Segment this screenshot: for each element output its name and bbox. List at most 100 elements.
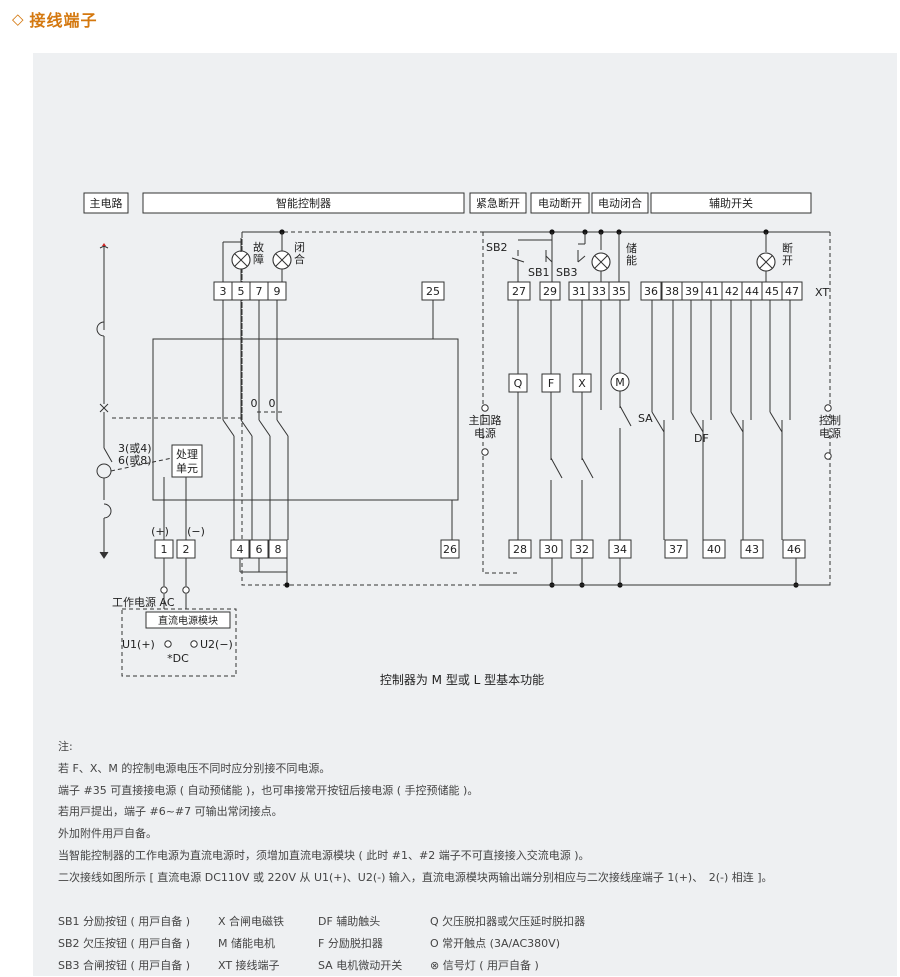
signal-lamp-icon <box>759 255 773 269</box>
wire <box>690 411 704 433</box>
ct-wire <box>110 457 173 472</box>
terminal-block-label: 27 <box>512 285 526 298</box>
note-line: 当智能控制器的工作电源为直流电源时，须增加直流电源模块 ( 此时 #1、#2 端… <box>58 848 590 862</box>
terminal-block-label: 41 <box>705 285 719 298</box>
top-label-box <box>591 192 649 214</box>
top-label-box <box>650 192 812 214</box>
legend-row: SB2 欠压按钮 ( 用戸自备 ) M 储能电机 F 分励脱扣器 O 常开触点 … <box>58 933 610 955</box>
terminal-block <box>640 281 662 301</box>
coil-x-label: X <box>578 377 586 390</box>
note-line: 二次接线如图所示 [ 直流电源 DC110V 或 220V 从 U1(+)、U2… <box>58 870 773 884</box>
signal-lamp-icon <box>234 253 248 267</box>
note-line: 若用戸提出，端子 #6~#7 可输出常闭接点。 <box>58 805 283 819</box>
wire <box>577 255 586 263</box>
terminal-block-label: 39 <box>685 285 699 298</box>
notes: 注: 若 F、X、M 的控制电源电压不同时应分别接不同电源。 端子 #35 可直… <box>58 736 888 889</box>
u1-label: U1(+) <box>122 638 155 651</box>
terminal-block-label: 28 <box>513 543 527 556</box>
arrow-bottom <box>99 551 109 559</box>
legend-item: SA 电机微动开关 <box>318 959 403 972</box>
legend-item: XT 接线端子 <box>218 959 280 972</box>
terminal-block <box>508 539 532 559</box>
diagram-label: 储 <box>626 241 637 255</box>
terminal-block-label: 43 <box>745 543 759 556</box>
terminal-ring <box>824 452 832 460</box>
main-power-label: 主回路 <box>469 414 502 427</box>
top-label-box <box>83 192 129 214</box>
top-label-box-label: 主电路 <box>90 197 123 210</box>
main-circuit <box>96 321 105 337</box>
switch-label: SB3 <box>556 266 578 279</box>
ct-label: 3(或4) <box>118 442 152 455</box>
terminal-block-label: 42 <box>725 285 739 298</box>
coil-f-label: F <box>548 377 554 390</box>
terminal-block-label: 38 <box>665 285 679 298</box>
note-line: 端子 #35 可直接接电源 ( 自动预储能 )，也可串接常开按钮后接电源 ( 手… <box>58 783 479 797</box>
terminal-block <box>740 539 764 559</box>
terminal-block-label: 3 <box>220 285 227 298</box>
legend-item: X 合闸电磁铁 <box>218 915 285 928</box>
main-power-label: 电源 <box>474 426 496 440</box>
terminal-ring <box>164 640 172 648</box>
terminal-block <box>702 539 726 559</box>
legend-item: SB1 分励按钮 ( 用戸自备 ) <box>58 915 191 928</box>
polarity-label: (+) <box>151 525 169 538</box>
section-title: 接线端子 <box>29 11 98 30</box>
control-power-label: 电源 <box>819 426 841 440</box>
coil-q-label: Q <box>514 377 523 390</box>
diagram-label: 开 <box>782 254 793 267</box>
wire <box>651 411 665 433</box>
signal-lamp-icon <box>275 253 289 267</box>
terminal-block-label: 30 <box>544 543 558 556</box>
wire <box>276 419 289 437</box>
terminal-block-label: 45 <box>765 285 779 298</box>
terminal-ring <box>182 586 190 594</box>
switch-label: SB2 <box>486 241 508 254</box>
terminal-block-label: 40 <box>707 543 721 556</box>
legend-item: M 储能电机 <box>218 937 275 950</box>
terminal-block <box>539 281 561 301</box>
xt-label: XT <box>815 286 829 299</box>
legend-item: O 常开触点 (3A/AC380V) <box>430 937 560 950</box>
diagram-label: 故 <box>253 240 264 254</box>
terminal-block-label: 36 <box>644 285 658 298</box>
contact-label: DF <box>694 432 709 445</box>
terminal-ring <box>481 448 489 456</box>
legend: SB1 分励按钮 ( 用戸自备 ) X 合闸电磁铁 DF 辅助触头 Q 欠压脱扣… <box>58 911 610 977</box>
terminal-block-label: 35 <box>612 285 626 298</box>
dc-module-dashed <box>121 608 237 677</box>
legend-item: Q 欠压脱扣器或欠压延时脱扣器 <box>430 915 586 928</box>
main-circuit <box>103 503 112 519</box>
terminal-block-label: 33 <box>592 285 606 298</box>
terminal-block <box>507 281 531 301</box>
top-label-box <box>469 192 527 214</box>
diagram-caption: 控制器为 M 型或 L 型基本功能 <box>380 673 544 687</box>
terminal-block <box>664 539 688 559</box>
diagram-label: 闭 <box>294 241 305 254</box>
u2-label: U2(−) <box>200 638 233 651</box>
top-label-box <box>142 192 465 214</box>
terminal-block-label: 32 <box>575 543 589 556</box>
terminal-block <box>440 539 460 559</box>
terminal-block-label: 9 <box>274 285 281 298</box>
arrow-top-mark <box>102 243 106 246</box>
terminal-ring <box>190 640 198 648</box>
note-line: 若 F、X、M 的控制电源电压不同时应分别接不同电源。 <box>58 761 331 775</box>
controller-box <box>152 338 459 501</box>
terminal-block-label: 37 <box>669 543 683 556</box>
top-label-box-label: 电动断开 <box>538 196 582 210</box>
diagram-label: 能 <box>626 253 637 267</box>
wire <box>258 419 271 437</box>
contact-blade <box>581 457 594 479</box>
dc-module-box <box>145 611 231 629</box>
note-line: 外加附件用戸自备。 <box>58 827 157 841</box>
wire <box>730 411 744 433</box>
terminal-ring <box>481 404 489 412</box>
diagram-label: 障 <box>253 252 264 266</box>
terminal-block-label: 4 <box>237 543 244 556</box>
terminal-block-label: 31 <box>572 285 586 298</box>
terminal-block-label: 8 <box>275 543 282 556</box>
top-label-box <box>530 192 590 214</box>
contact-blade <box>550 457 563 479</box>
switch-label: SB1 <box>528 266 550 279</box>
